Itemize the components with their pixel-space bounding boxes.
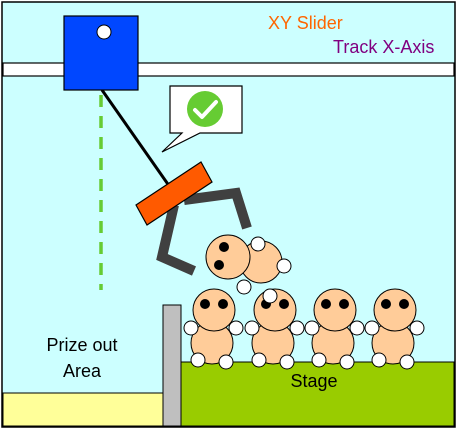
divider-wall <box>162 304 182 427</box>
doll <box>183 288 244 370</box>
claw-left-arm <box>156 203 197 276</box>
slider-pivot <box>96 24 112 40</box>
stage-label: Stage <box>290 371 337 391</box>
doll <box>304 288 365 370</box>
checkmark-glyph <box>193 100 218 119</box>
prize-out-label-line1: Prize out <box>46 335 117 355</box>
grabbed-doll <box>205 234 292 304</box>
claw-cable <box>100 89 174 191</box>
claw-right-arm <box>183 187 252 230</box>
track-x-axis-label: Track X-Axis <box>333 37 434 57</box>
stage <box>180 361 455 427</box>
prize-out-area <box>2 392 164 427</box>
checkmark-icon <box>187 91 223 127</box>
doll <box>244 288 305 370</box>
doll <box>364 288 425 370</box>
prize-out-label-line2: Area <box>63 361 102 381</box>
xy-slider-label: XY Slider <box>268 13 343 33</box>
claw-head <box>135 161 213 226</box>
